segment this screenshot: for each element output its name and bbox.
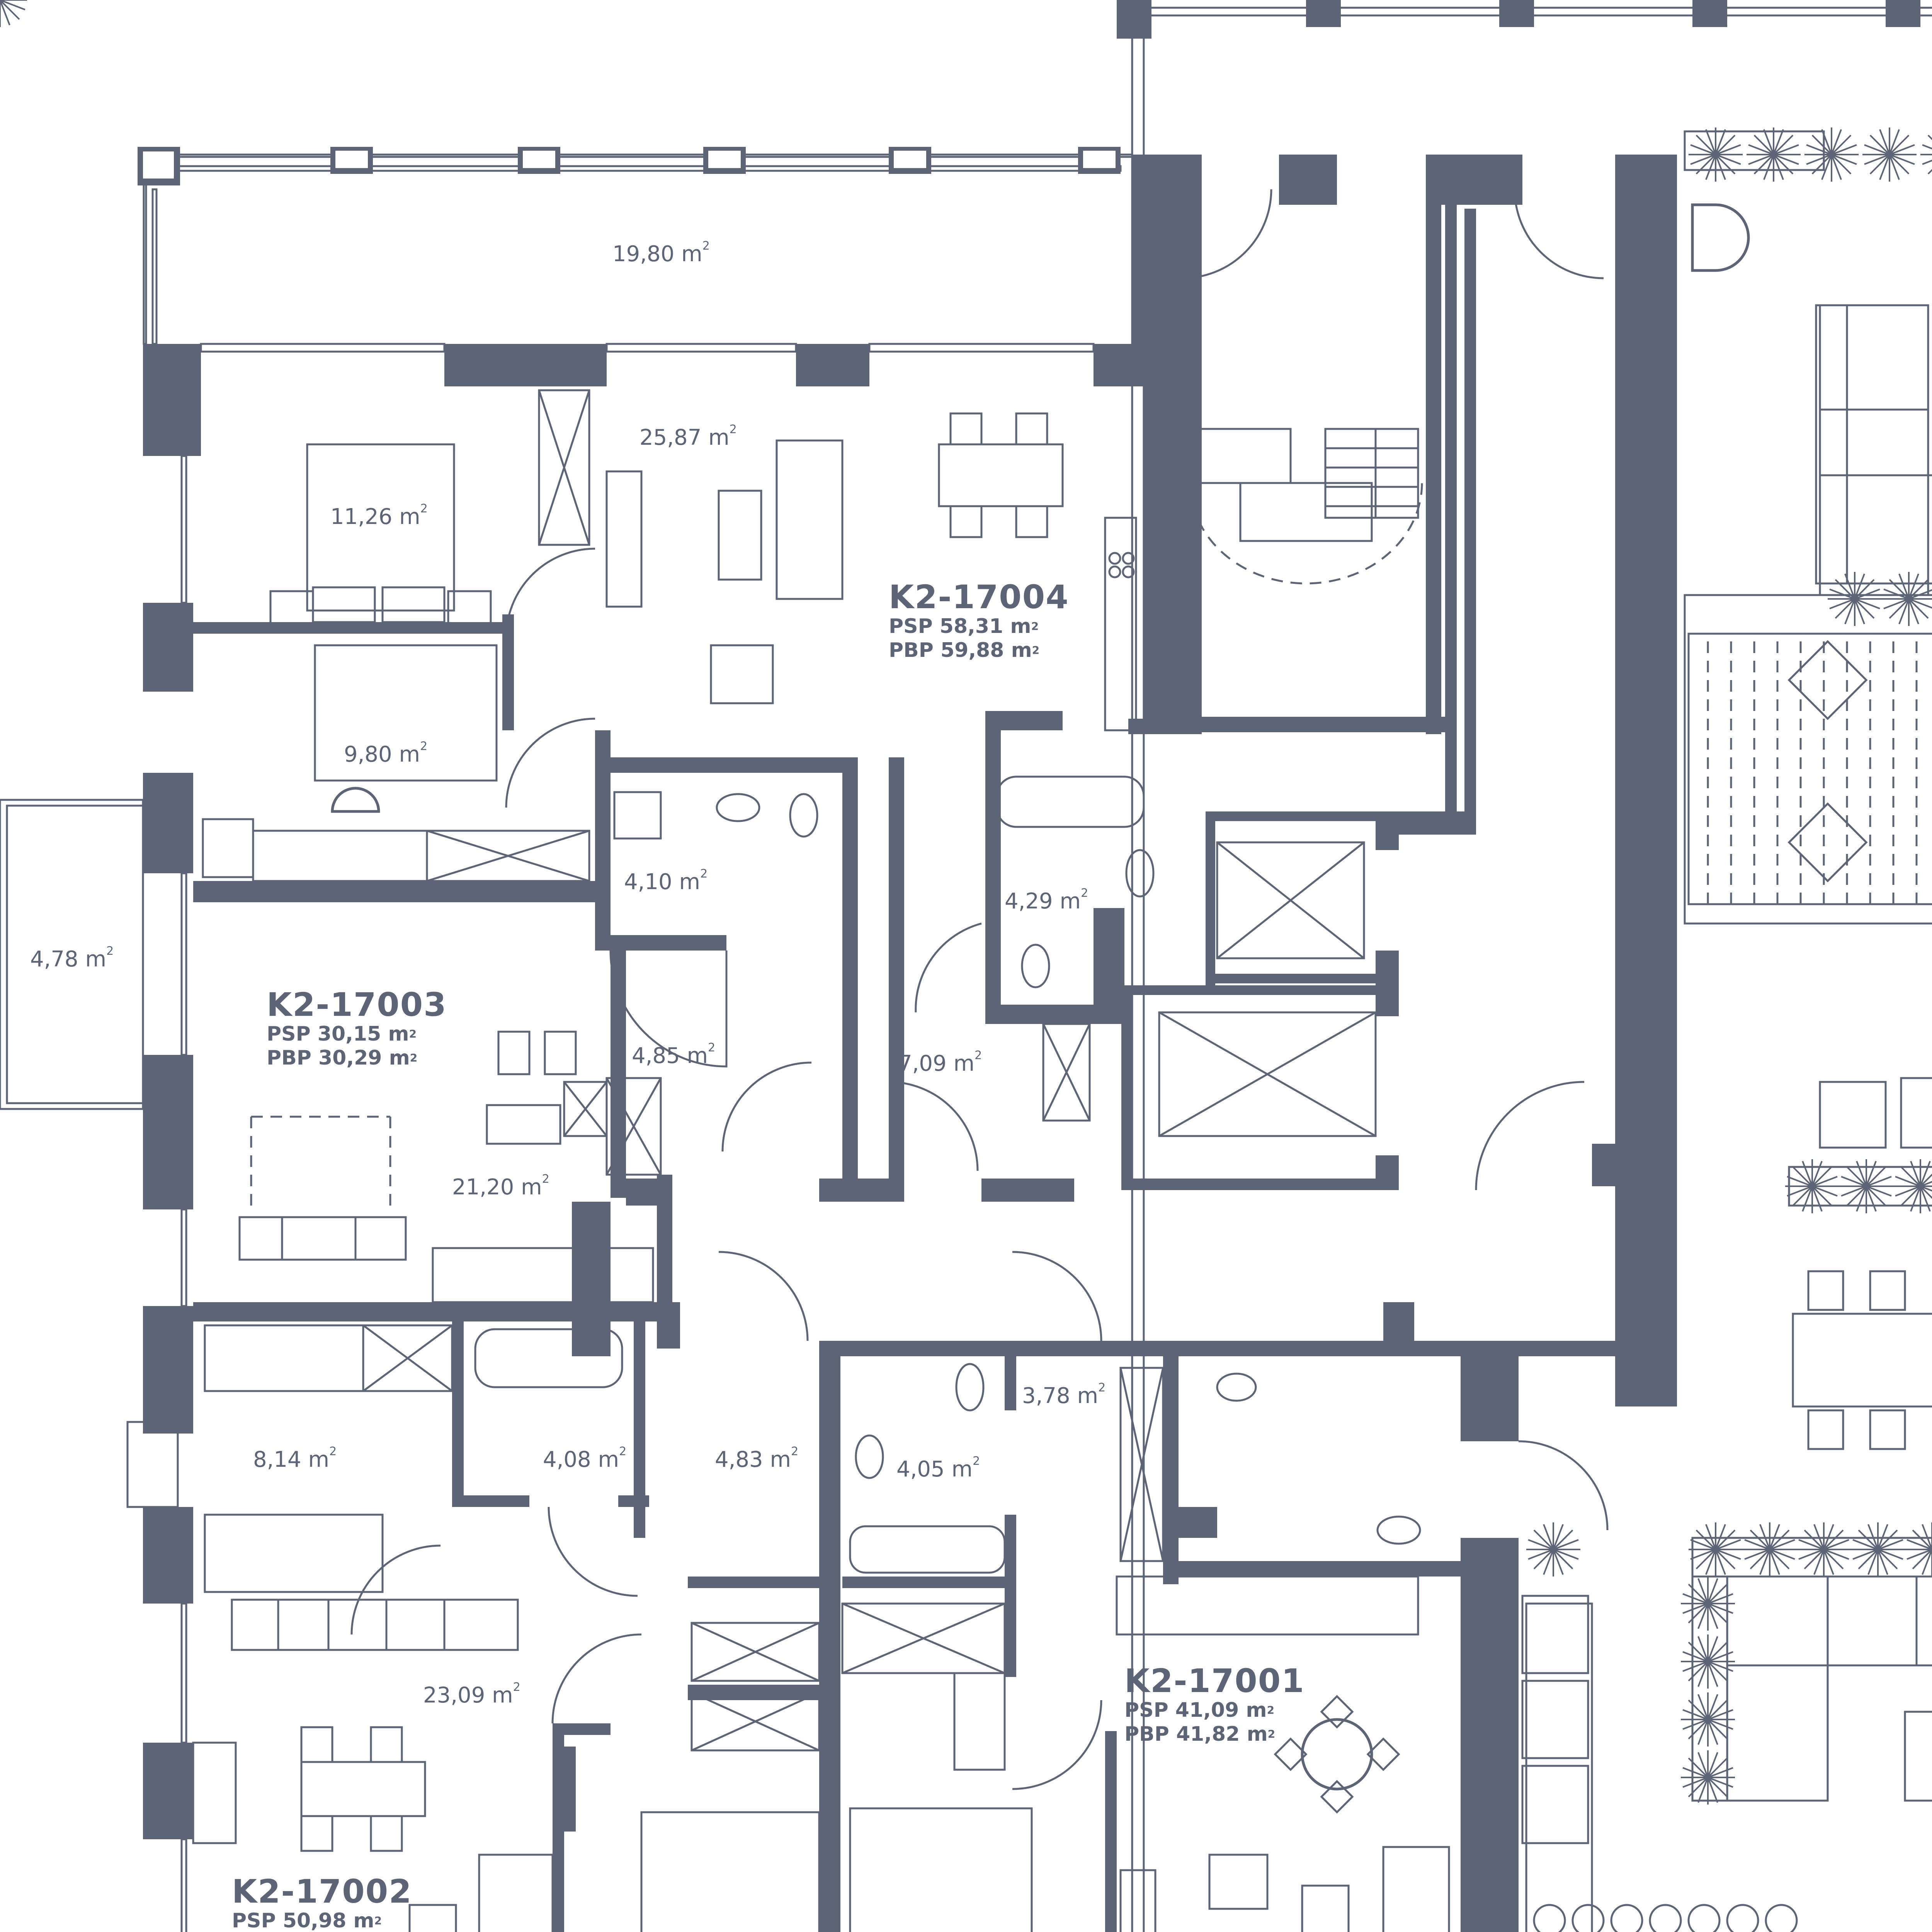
- room-area-balcony-top: 19,80 m2: [612, 239, 710, 267]
- terrace-furniture: [1521, 130, 1932, 1932]
- room-area-bathroom-4-29: 4,29 m2: [1005, 886, 1088, 914]
- structural-walls: [143, 155, 1677, 1932]
- room-area-balcony-left: 4,78 m2: [30, 944, 114, 972]
- apartment-code: K2-17004: [889, 578, 1069, 616]
- apartment-label-k2-17004[interactable]: K2-17004 PSP 58,31 m2 PBP 59,88 m2: [889, 580, 1069, 662]
- room-area-hall-4-83: 4,83 m2: [715, 1445, 799, 1472]
- apartment-code: K2-17002: [232, 1872, 412, 1910]
- elevator-shafts: [1158, 841, 1377, 1137]
- apartment-pbp: PBP 59,88 m2: [889, 639, 1040, 662]
- room-area-hall-4-85: 4,85 m2: [632, 1041, 716, 1068]
- apartment-code: K2-17001: [1124, 1662, 1305, 1700]
- room-area-living-17004: 25,87 m2: [639, 423, 737, 450]
- room-area-hall-7-09: 7,09 m2: [898, 1049, 982, 1076]
- room-area-bedroom-9-80: 9,80 m2: [344, 740, 428, 767]
- doors: [350, 189, 1609, 1790]
- room-area-wc-3-78: 3,78 m2: [1022, 1381, 1106, 1408]
- apartment-pbp: PBP 41,82 m2: [1124, 1723, 1276, 1746]
- room-area-living-17002: 23,09 m2: [423, 1680, 520, 1708]
- room-area-living-17003: 21,20 m2: [452, 1172, 549, 1200]
- apartment-psp: PSP 41,09 m2: [1124, 1699, 1275, 1722]
- apartment-label-k2-17003[interactable]: K2-17003 PSP 30,15 m2 PBP 30,29 m2: [267, 987, 447, 1070]
- room-area-bathroom-4-08: 4,08 m2: [543, 1445, 627, 1472]
- apartment-label-k2-17002[interactable]: K2-17002 PSP 50,98 m2 PBP 52,48 m2: [232, 1874, 412, 1932]
- room-area-bathroom-4-05: 4,05 m2: [896, 1454, 980, 1482]
- room-area-bedroom-11-26: 11,26 m2: [330, 502, 428, 529]
- room-area-bedroom-8-14: 8,14 m2: [253, 1445, 337, 1472]
- balcony-railing-top: [138, 147, 1133, 345]
- stairs: [1189, 428, 1423, 585]
- apartment-pbp: PBP 30,29 m2: [267, 1046, 418, 1070]
- apartment-label-k2-17001[interactable]: K2-17001 PSP 41,09 m2 PBP 41,82 m2: [1124, 1663, 1305, 1746]
- apartment-psp: PSP 58,31 m2: [889, 615, 1039, 638]
- apartment-code: K2-17003: [267, 986, 447, 1024]
- apartment-psp: PSP 50,98 m2: [232, 1909, 382, 1932]
- apartment-psp: PSP 30,15 m2: [267, 1022, 417, 1046]
- apartment-furniture: [126, 389, 1593, 1932]
- roof-terrace: [1117, 0, 1932, 1932]
- balcony-left-frame: [0, 799, 144, 1110]
- room-area-bathroom-4-10: 4,10 m2: [624, 867, 708, 895]
